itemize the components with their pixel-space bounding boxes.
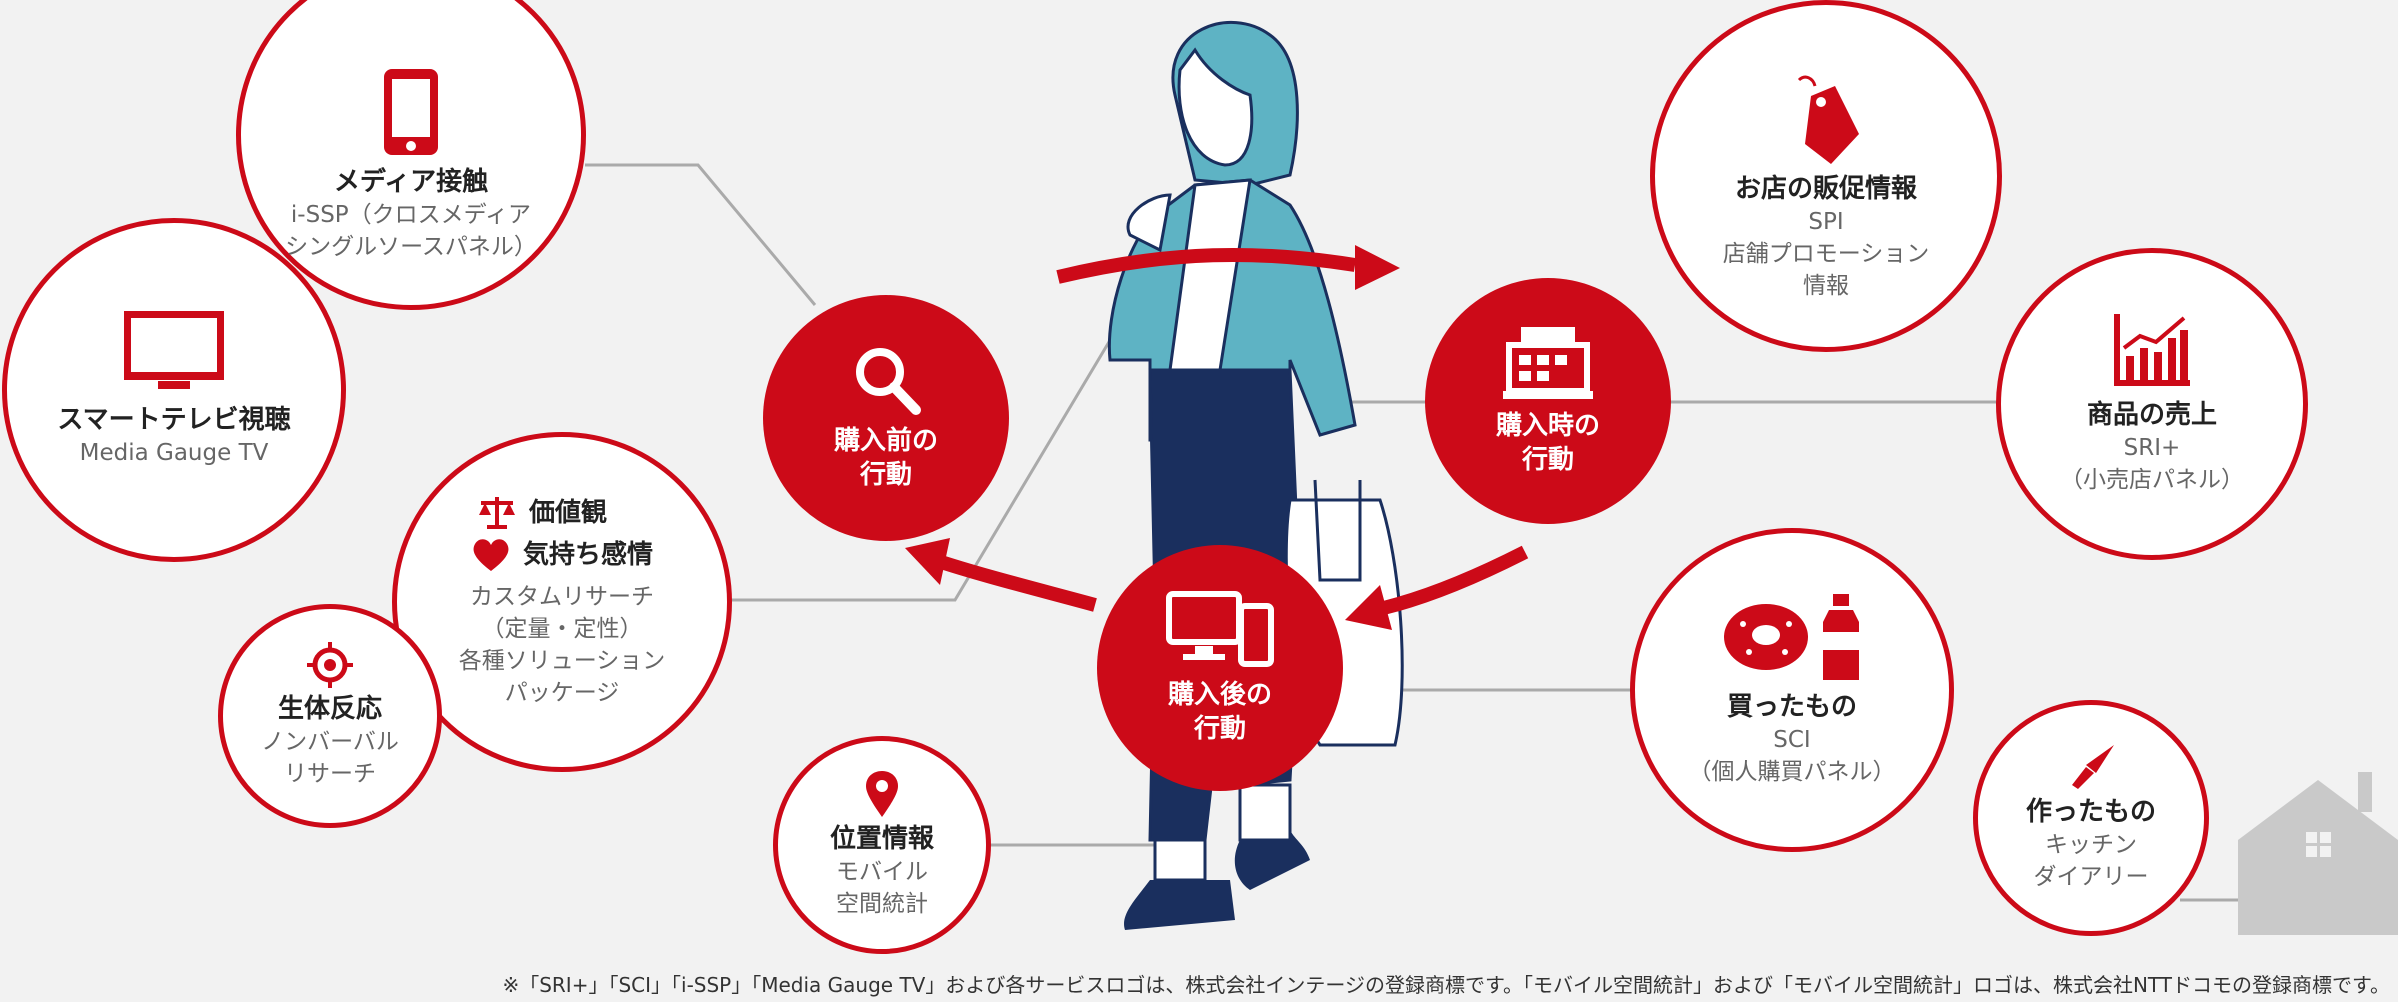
- node-bought-items: 買ったもの SCI （個人購買パネル）: [1630, 528, 1954, 852]
- values-sub: カスタムリサーチ （定量・定性） 各種ソリューション パッケージ: [458, 584, 666, 706]
- phase-before-line2: 行動: [859, 460, 912, 490]
- phase-during-line1: 購入時の: [1495, 411, 1600, 441]
- phase-before-line1: 購入前の: [833, 426, 938, 456]
- donut-icon: [1724, 604, 1808, 670]
- bought-title: 買ったもの: [1726, 692, 1857, 722]
- smarttv-sub: Media Gauge TV: [79, 440, 269, 466]
- phase-during-line2: 行動: [1521, 445, 1574, 475]
- building-icon: [1503, 327, 1593, 399]
- smarttv-title: スマートテレビ視聴: [57, 405, 291, 435]
- emotions-title: 気持ち感情: [522, 540, 653, 570]
- heart-icon: [473, 539, 509, 571]
- scale-icon: [478, 497, 515, 529]
- woman-illustration: [1107, 20, 1404, 930]
- media-sub: i-SSP（クロスメディア シングルソースパネル）: [285, 202, 537, 260]
- house-icon: [2238, 772, 2398, 935]
- sales-title: 商品の売上: [2086, 400, 2217, 430]
- search-icon: [856, 348, 921, 415]
- node-smart-tv: スマートテレビ視聴 Media Gauge TV: [2, 218, 346, 562]
- target-icon: [307, 642, 353, 688]
- tv-icon: [124, 311, 224, 389]
- node-location: 位置情報 モバイル 空間統計: [773, 736, 991, 954]
- store-title: お店の販促情報: [1734, 174, 1917, 204]
- price-tag-icon: [1797, 75, 1859, 164]
- location-pin-icon: [866, 771, 898, 817]
- smartphone-icon: [384, 69, 438, 155]
- sales-sub: SRI+ （小売店パネル）: [2060, 435, 2244, 493]
- bottle-icon: [1823, 594, 1859, 680]
- store-sub: SPI 店舗プロモーション 情報: [1722, 209, 1930, 299]
- location-title: 位置情報: [829, 824, 934, 854]
- phase-after-purchase: 購入後の 行動: [1097, 545, 1343, 791]
- phase-after-line1: 購入後の: [1167, 680, 1272, 710]
- made-sub: キッチン ダイアリー: [2033, 832, 2149, 890]
- bio-sub: ノンバーバル リサーチ: [261, 729, 399, 787]
- knife-icon: [2072, 745, 2114, 789]
- phase-during-purchase: 購入時の 行動: [1425, 278, 1671, 524]
- values-title: 価値観: [528, 498, 607, 528]
- node-bio-response: 生体反応 ノンバーバル リサーチ: [218, 604, 442, 828]
- devices-icon: [1166, 591, 1274, 667]
- phase-after-line2: 行動: [1193, 714, 1246, 744]
- cycle-arrows: [932, 247, 1529, 617]
- node-store-promotion: お店の販促情報 SPI 店舗プロモーション 情報: [1650, 0, 2002, 352]
- bio-title: 生体反応: [277, 694, 382, 724]
- node-made-items: 作ったもの キッチン ダイアリー: [1973, 700, 2209, 936]
- node-media-contact: メディア接触 i-SSP（クロスメディア シングルソースパネル）: [236, 0, 586, 310]
- node-product-sales: 商品の売上 SRI+ （小売店パネル）: [1996, 248, 2308, 560]
- bought-sub: SCI （個人購買パネル）: [1688, 727, 1896, 785]
- node-values-emotions: 価値観 気持ち感情 カスタムリサーチ （定量・定性） 各種ソリューション パッケ…: [392, 432, 732, 772]
- media-title: メディア接触: [333, 167, 489, 197]
- footnote: ※「SRI+」「SCI」「i-SSP」「Media Gauge TV」および各サ…: [502, 973, 2390, 997]
- arrow-heads: [905, 245, 1400, 630]
- made-title: 作ったもの: [2025, 797, 2156, 827]
- chart-icon: [2114, 314, 2190, 386]
- phase-before-purchase: 購入前の 行動: [763, 295, 1009, 541]
- location-sub: モバイル 空間統計: [836, 859, 928, 917]
